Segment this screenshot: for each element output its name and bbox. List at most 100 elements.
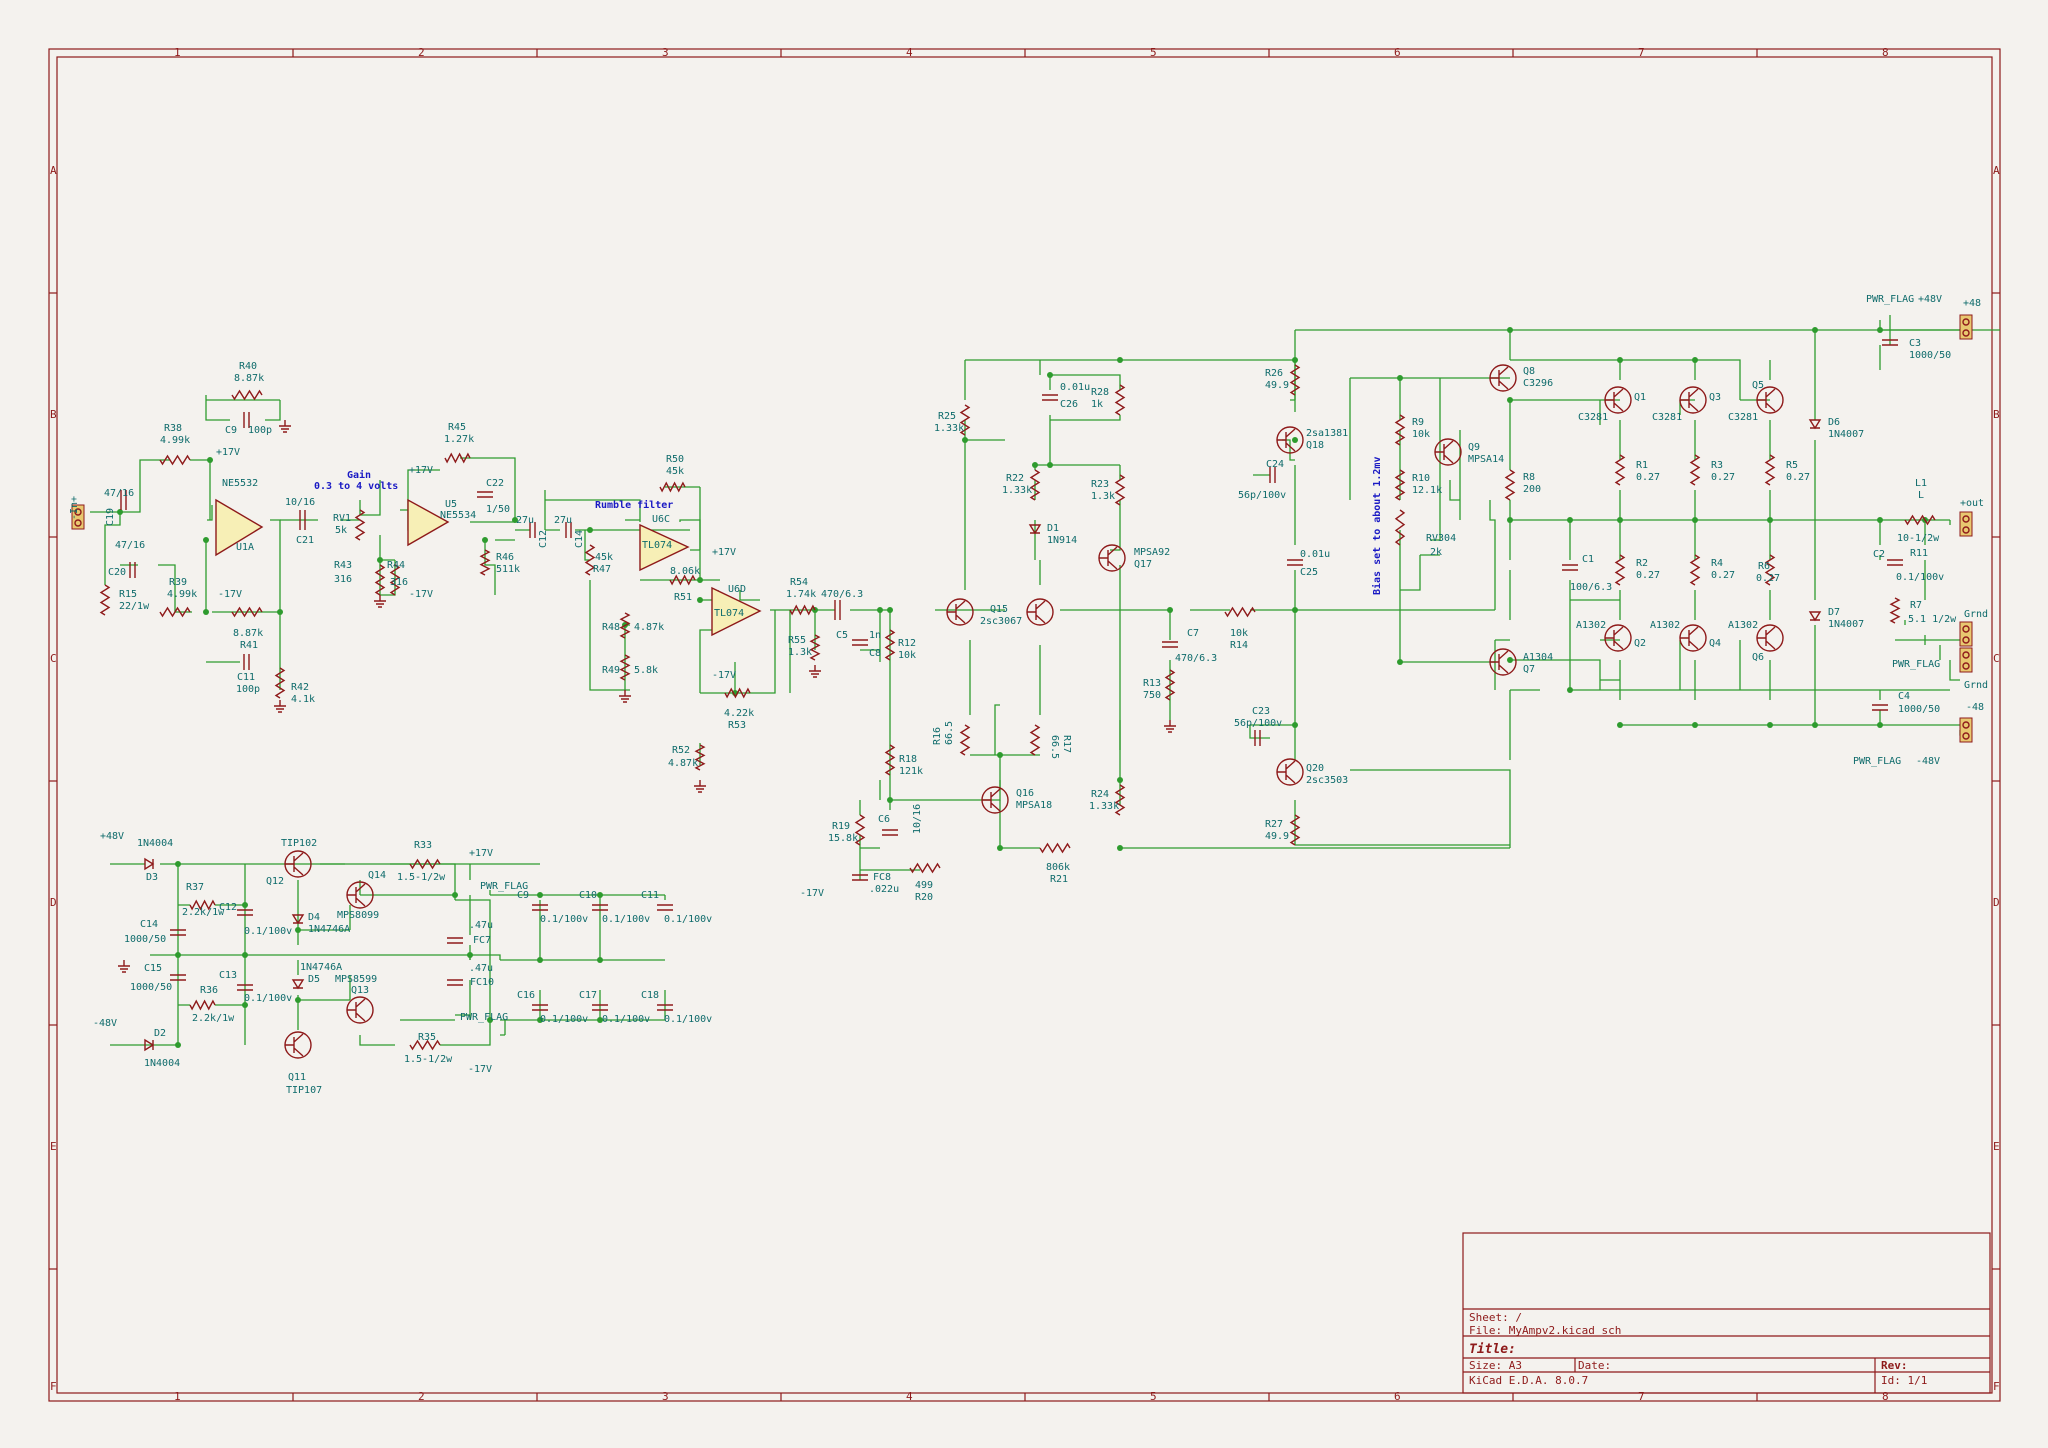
d3-diode[interactable] [144, 857, 155, 871]
r28-resistor[interactable] [1114, 384, 1126, 416]
c9a-cap[interactable] [243, 412, 250, 428]
r35-resistor[interactable] [409, 1039, 441, 1051]
q11-transistor[interactable] [284, 1031, 312, 1059]
q7-transistor[interactable] [1489, 648, 1517, 676]
q20-transistor[interactable] [1276, 758, 1304, 786]
r25-resistor[interactable] [959, 404, 971, 436]
c26-cap[interactable] [1042, 394, 1058, 401]
q9-transistor[interactable] [1434, 438, 1462, 466]
r52-ground[interactable] [694, 780, 706, 793]
plus48-connector[interactable] [1959, 314, 1973, 340]
c23-cap[interactable] [1254, 730, 1261, 746]
r3-resistor[interactable] [1689, 454, 1701, 486]
fc8-cap[interactable] [852, 874, 868, 881]
c6-cap[interactable] [882, 829, 898, 836]
d1-diode[interactable] [1028, 524, 1042, 535]
input-connector[interactable] [71, 504, 85, 530]
r22-resistor[interactable] [1029, 469, 1041, 501]
q2-transistor[interactable] [1604, 624, 1632, 652]
opamp-u1a[interactable]: NE5532 U1A [215, 478, 264, 557]
out-connector[interactable] [1959, 511, 1973, 537]
opamp-u6c[interactable]: U6C TL074 [639, 514, 690, 572]
r1-resistor[interactable] [1614, 454, 1626, 486]
r21-resistor[interactable] [1039, 842, 1071, 854]
d4-diode[interactable] [291, 914, 305, 925]
r42-ground[interactable] [274, 700, 286, 713]
r7-resistor[interactable] [1889, 597, 1901, 624]
c19-cap[interactable] [120, 490, 127, 510]
r14-resistor[interactable] [1224, 606, 1256, 618]
r46-resistor[interactable] [479, 549, 491, 576]
c5-cap[interactable] [834, 600, 841, 620]
l1-inductor[interactable] [1904, 514, 1936, 526]
c1-cap[interactable] [1562, 564, 1578, 571]
r10-resistor[interactable] [1394, 469, 1406, 501]
r43-resistor[interactable] [374, 564, 386, 596]
fc10-cap[interactable] [447, 979, 463, 986]
ground-connector-1[interactable] [1959, 621, 1973, 647]
c10p-cap[interactable] [592, 904, 608, 911]
c16p-cap[interactable] [532, 1004, 548, 1011]
ps-ground[interactable] [118, 960, 130, 973]
c15p-cap[interactable] [170, 974, 186, 981]
q8-transistor[interactable] [1489, 364, 1517, 392]
r36-resistor[interactable] [189, 999, 216, 1011]
c18p-cap[interactable] [657, 1004, 673, 1011]
opamp-u6d[interactable]: U6D TL074 [711, 584, 762, 637]
c17p-cap[interactable] [592, 1004, 608, 1011]
r20-resistor[interactable] [909, 862, 941, 874]
c21-cap[interactable] [299, 510, 306, 530]
r45-resistor[interactable] [444, 452, 471, 464]
c11a-cap[interactable] [243, 654, 250, 670]
c25-cap[interactable] [1287, 559, 1303, 566]
q1-transistor[interactable] [1604, 386, 1632, 414]
q5-transistor[interactable] [1756, 386, 1784, 414]
rv1-pot[interactable] [354, 509, 366, 541]
d5-diode[interactable] [291, 979, 305, 990]
r16-resistor[interactable] [959, 724, 971, 756]
q4-transistor[interactable] [1679, 624, 1707, 652]
q17-transistor[interactable] [1098, 544, 1126, 572]
r13-resistor[interactable] [1164, 669, 1176, 701]
c14-cap[interactable] [565, 522, 572, 538]
c8-cap[interactable] [852, 639, 868, 646]
r43-ground[interactable] [374, 595, 386, 608]
r2-resistor[interactable] [1614, 554, 1626, 586]
r9-resistor[interactable] [1394, 414, 1406, 446]
c12p-cap[interactable] [237, 909, 253, 916]
r15-resistor[interactable] [99, 584, 111, 616]
c13p-cap[interactable] [237, 984, 253, 991]
q15b-transistor[interactable] [1026, 598, 1054, 626]
r40-resistor[interactable] [231, 389, 263, 401]
c4-cap[interactable] [1872, 704, 1888, 711]
c11p-cap[interactable] [657, 904, 673, 911]
r49-ground[interactable] [619, 690, 631, 703]
r50-resistor[interactable] [659, 481, 686, 493]
r5-resistor[interactable] [1764, 454, 1776, 486]
q16-transistor[interactable] [981, 786, 1009, 814]
r18-resistor[interactable] [884, 744, 896, 776]
opamp-u5[interactable]: U5 NE5534 [407, 498, 476, 547]
r19-resistor[interactable] [854, 814, 866, 846]
fc7-cap[interactable] [447, 937, 463, 944]
r49-resistor[interactable] [619, 654, 631, 681]
d2-diode[interactable] [144, 1038, 155, 1052]
q3-transistor[interactable] [1679, 386, 1707, 414]
minus48-connector[interactable] [1959, 717, 1973, 743]
r38-resistor[interactable] [159, 454, 191, 466]
r4-resistor[interactable] [1689, 554, 1701, 586]
r47-resistor[interactable] [584, 544, 596, 576]
r54-resistor[interactable] [789, 604, 816, 616]
q14-transistor[interactable] [346, 881, 374, 909]
r8-resistor[interactable] [1504, 469, 1516, 501]
r23-resistor[interactable] [1114, 474, 1126, 506]
c9p-cap[interactable] [532, 904, 548, 911]
d6-diode[interactable] [1808, 419, 1822, 430]
c22-cap[interactable] [477, 491, 493, 498]
rv304-pot[interactable] [1394, 509, 1406, 546]
c3-cap[interactable] [1882, 339, 1898, 346]
q12-transistor[interactable] [284, 850, 312, 878]
r52-resistor[interactable] [694, 744, 706, 771]
r24-resistor[interactable] [1114, 784, 1126, 816]
r13-ground[interactable] [1164, 720, 1176, 733]
